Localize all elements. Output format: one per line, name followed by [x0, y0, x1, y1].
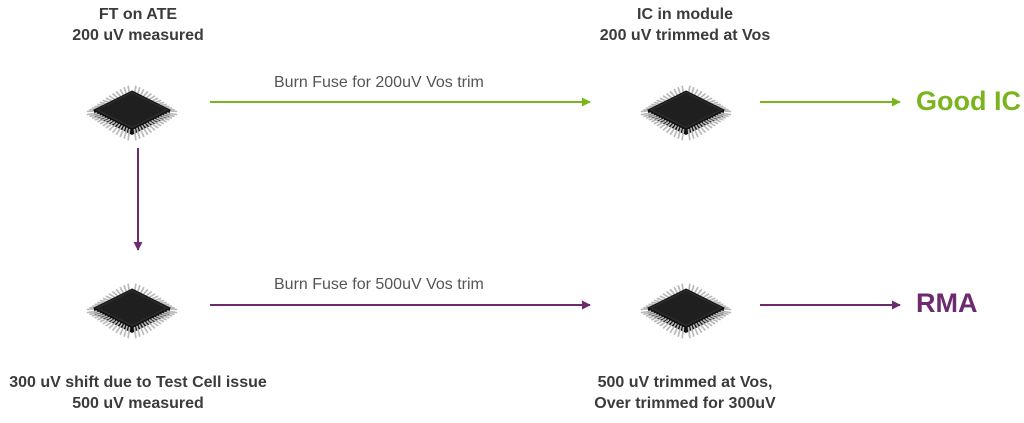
- caption-ft-ate: FT on ATE 200 uV measured: [18, 4, 258, 46]
- caption-ft-ate-line2: 200 uV measured: [18, 25, 258, 46]
- caption-shifted: 300 uV shift due to Test Cell issue 500 …: [0, 372, 276, 414]
- caption-ft-ate-line1: FT on ATE: [18, 4, 258, 25]
- caption-shifted-line1: 300 uV shift due to Test Cell issue: [0, 372, 276, 393]
- caption-module-good: IC in module 200 uV trimmed at Vos: [555, 4, 815, 46]
- caption-shifted-line2: 500 uV measured: [0, 393, 276, 414]
- outcome-rma: RMA: [916, 288, 978, 319]
- edge-label-500uv-trim: Burn Fuse for 500uV Vos trim: [274, 276, 484, 294]
- chip-module-good-icon: [642, 86, 731, 139]
- chip-ft-ate-icon: [88, 86, 177, 139]
- caption-module-good-line2: 200 uV trimmed at Vos: [555, 25, 815, 46]
- caption-module-bad: 500 uV trimmed at Vos, Over trimmed for …: [565, 372, 805, 414]
- outcome-good-ic: Good IC: [916, 86, 1021, 117]
- chip-module-bad-icon: [642, 284, 731, 337]
- caption-module-bad-line2: Over trimmed for 300uV: [565, 393, 805, 414]
- chip-shifted-icon: [88, 284, 177, 337]
- caption-module-bad-line1: 500 uV trimmed at Vos,: [565, 372, 805, 393]
- caption-module-good-line1: IC in module: [555, 4, 815, 25]
- edge-label-200uv-trim: Burn Fuse for 200uV Vos trim: [274, 74, 484, 92]
